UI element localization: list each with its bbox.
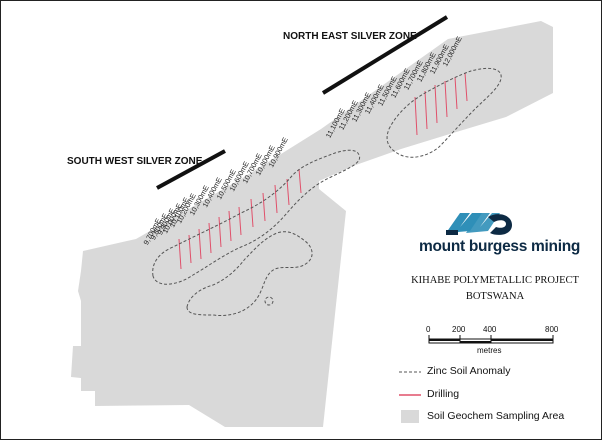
drilling-line	[414, 96, 418, 136]
scale-tick-0: 0	[426, 325, 431, 334]
anomaly-north-east	[386, 67, 502, 158]
legend-anomaly-label: Zinc Soil Anomaly	[427, 365, 511, 377]
north-east-zone-bar	[321, 15, 449, 95]
legend-sampling-area-label: Soil Geochem Sampling Area	[427, 410, 565, 422]
drilling-line	[464, 72, 468, 102]
anomaly-south-west	[152, 149, 361, 285]
drilling-lines	[178, 72, 468, 270]
drilling-line	[208, 222, 212, 254]
legend-sampling-area-symbol	[401, 410, 419, 423]
drilling-line	[178, 238, 182, 270]
soil-geochem-sampling-area	[71, 21, 553, 427]
south-west-zone-title: SOUTH WEST SILVER ZONE	[67, 156, 203, 167]
company-logo-text: mount burgess mining	[419, 238, 581, 255]
anomaly-small-ring	[264, 296, 274, 306]
project-title: KIHABE POLYMETALLIC PROJECT	[411, 275, 579, 286]
drilling-line	[262, 192, 266, 222]
drilling-line	[218, 216, 222, 248]
drilling-line	[238, 206, 242, 236]
anomaly-southern-lobe	[186, 231, 313, 316]
drilling-line	[228, 210, 232, 242]
drilling-line	[274, 184, 278, 214]
south-west-zone-bar	[156, 149, 226, 190]
drilling-line	[434, 84, 438, 124]
scale-bar	[428, 335, 554, 344]
scale-tick-200: 200	[452, 325, 466, 334]
scale-tick-400: 400	[483, 325, 497, 334]
mbm-logo-icon	[446, 213, 512, 235]
project-country: BOTSWANA	[465, 291, 525, 302]
north-east-zone-title: NORTH EAST SILVER ZONE	[283, 31, 417, 42]
scale-tick-800: 800	[545, 325, 559, 334]
zinc-soil-anomalies	[152, 67, 502, 316]
drilling-line	[424, 90, 428, 130]
drilling-line	[188, 234, 192, 264]
drilling-line	[454, 76, 458, 110]
drilling-line	[250, 198, 254, 228]
project-title-block: KIHABE POLYMETALLIC PROJECT BOTSWANA	[395, 273, 595, 305]
legend-drilling-label: Drilling	[427, 388, 460, 400]
drilling-line	[444, 80, 448, 118]
scale-unit: metres	[477, 346, 502, 355]
drilling-line	[298, 168, 302, 194]
drilling-line	[286, 178, 290, 206]
